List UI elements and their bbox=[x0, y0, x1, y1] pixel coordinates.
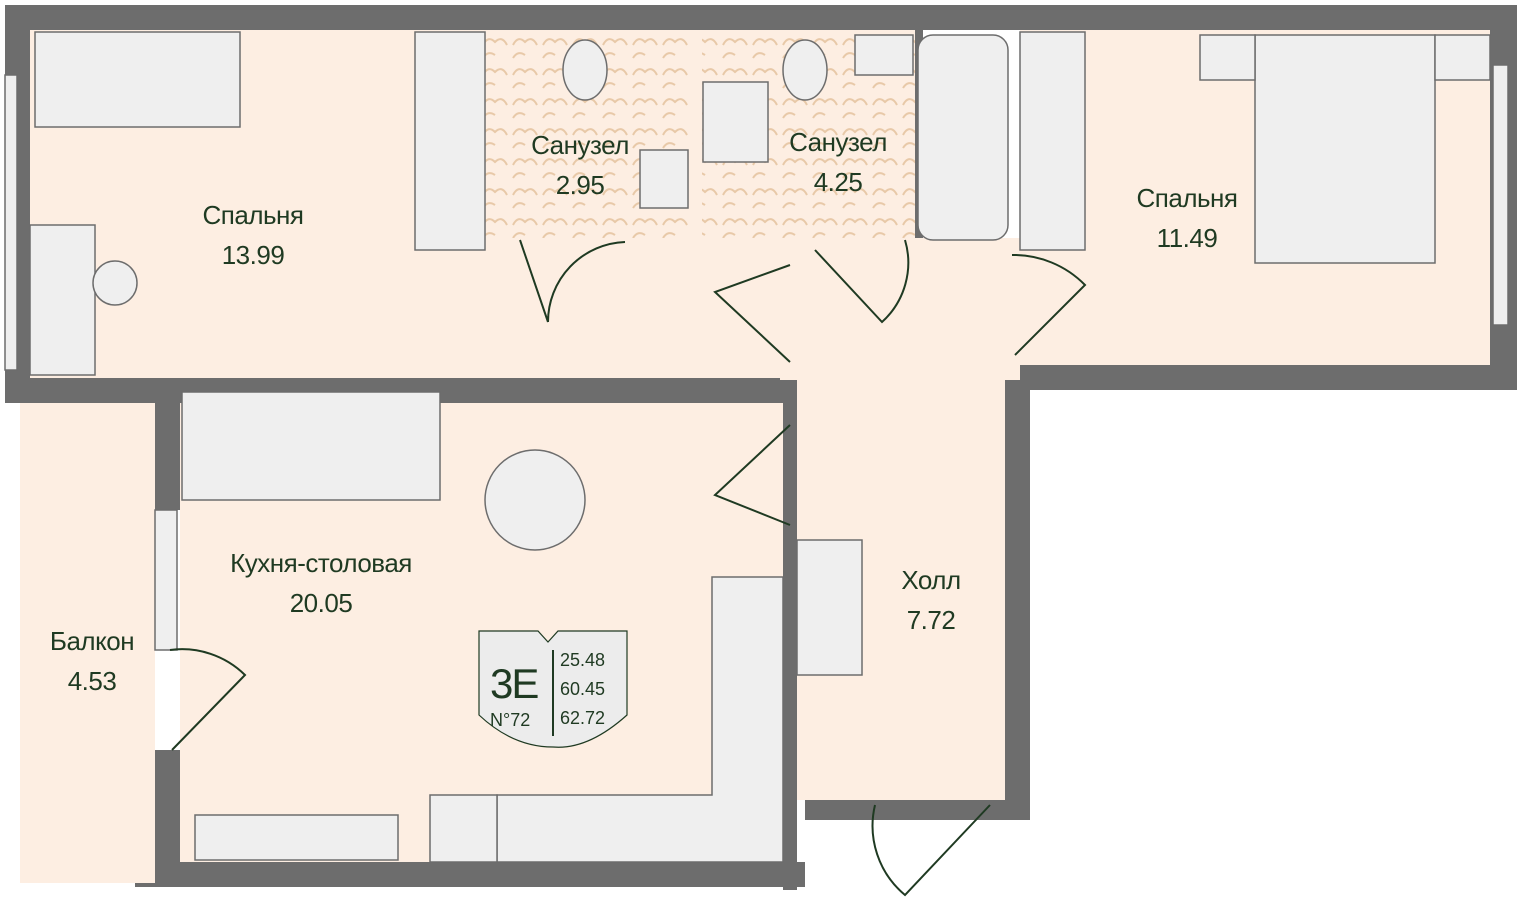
wardrobe-1 bbox=[414, 31, 486, 251]
apartment-type: 3E bbox=[490, 660, 539, 707]
nightstand-left bbox=[1199, 34, 1256, 81]
chair bbox=[92, 260, 138, 306]
room-bedroom-1: Спальня 13.99 bbox=[203, 195, 304, 275]
wardrobe-2 bbox=[1019, 31, 1086, 251]
room-balcony: Балкон 4.53 bbox=[49, 621, 135, 701]
toilet-2 bbox=[782, 39, 828, 101]
hall-wardrobe bbox=[796, 539, 863, 676]
bathtub bbox=[917, 34, 1009, 241]
nightstand-right bbox=[1434, 34, 1491, 81]
washing-machine bbox=[702, 81, 769, 163]
tv-stand bbox=[194, 814, 399, 861]
dining-table bbox=[484, 449, 586, 551]
desk bbox=[29, 224, 96, 376]
room-area: 4.25 bbox=[813, 167, 863, 197]
room-name: Спальня bbox=[1136, 183, 1238, 213]
apartment-badge: 3E N°72 25.48 60.45 62.72 bbox=[478, 630, 628, 748]
living-area: 25.48 bbox=[560, 650, 606, 670]
room-name: Холл bbox=[901, 565, 961, 595]
total-area: 60.45 bbox=[560, 679, 606, 699]
total-area-with-balcony: 62.72 bbox=[560, 708, 606, 728]
room-area: 11.49 bbox=[1156, 223, 1218, 253]
window-right bbox=[1492, 64, 1509, 326]
sink-2 bbox=[854, 34, 914, 76]
fridge bbox=[429, 794, 498, 863]
room-name: Санузел bbox=[789, 127, 887, 157]
room-name: Балкон bbox=[49, 626, 135, 656]
room-area: 7.72 bbox=[906, 605, 956, 635]
bed-single bbox=[34, 31, 241, 128]
room-name: Санузел bbox=[531, 130, 629, 160]
sofa bbox=[181, 391, 441, 501]
room-name: Спальня bbox=[202, 200, 304, 230]
room-area: 2.95 bbox=[555, 170, 605, 200]
double-bed bbox=[1254, 34, 1436, 264]
room-bedroom-2: Спальня 11.49 bbox=[1137, 178, 1238, 258]
apartment-number: N°72 bbox=[490, 710, 531, 730]
room-area: 13.99 bbox=[221, 240, 285, 270]
sink-1 bbox=[639, 149, 689, 209]
room-kitchen: Кухня-столовая 20.05 bbox=[230, 543, 412, 623]
room-area: 20.05 bbox=[289, 588, 353, 618]
room-bathroom-1: Санузел 2.95 bbox=[531, 125, 629, 205]
window-left bbox=[4, 74, 18, 371]
badge-divider bbox=[552, 650, 554, 736]
balcony-door bbox=[154, 509, 178, 651]
room-hall: Холл 7.72 bbox=[901, 560, 961, 640]
badge-values: 25.48 60.45 62.72 bbox=[560, 646, 605, 733]
toilet-1 bbox=[562, 39, 608, 101]
walls bbox=[5, 5, 1517, 890]
room-area: 4.53 bbox=[67, 666, 117, 696]
room-name: Кухня-столовая bbox=[230, 548, 412, 578]
furniture bbox=[4, 31, 1509, 863]
doors bbox=[169, 239, 1087, 897]
room-bathroom-2: Санузел 4.25 bbox=[789, 122, 887, 202]
